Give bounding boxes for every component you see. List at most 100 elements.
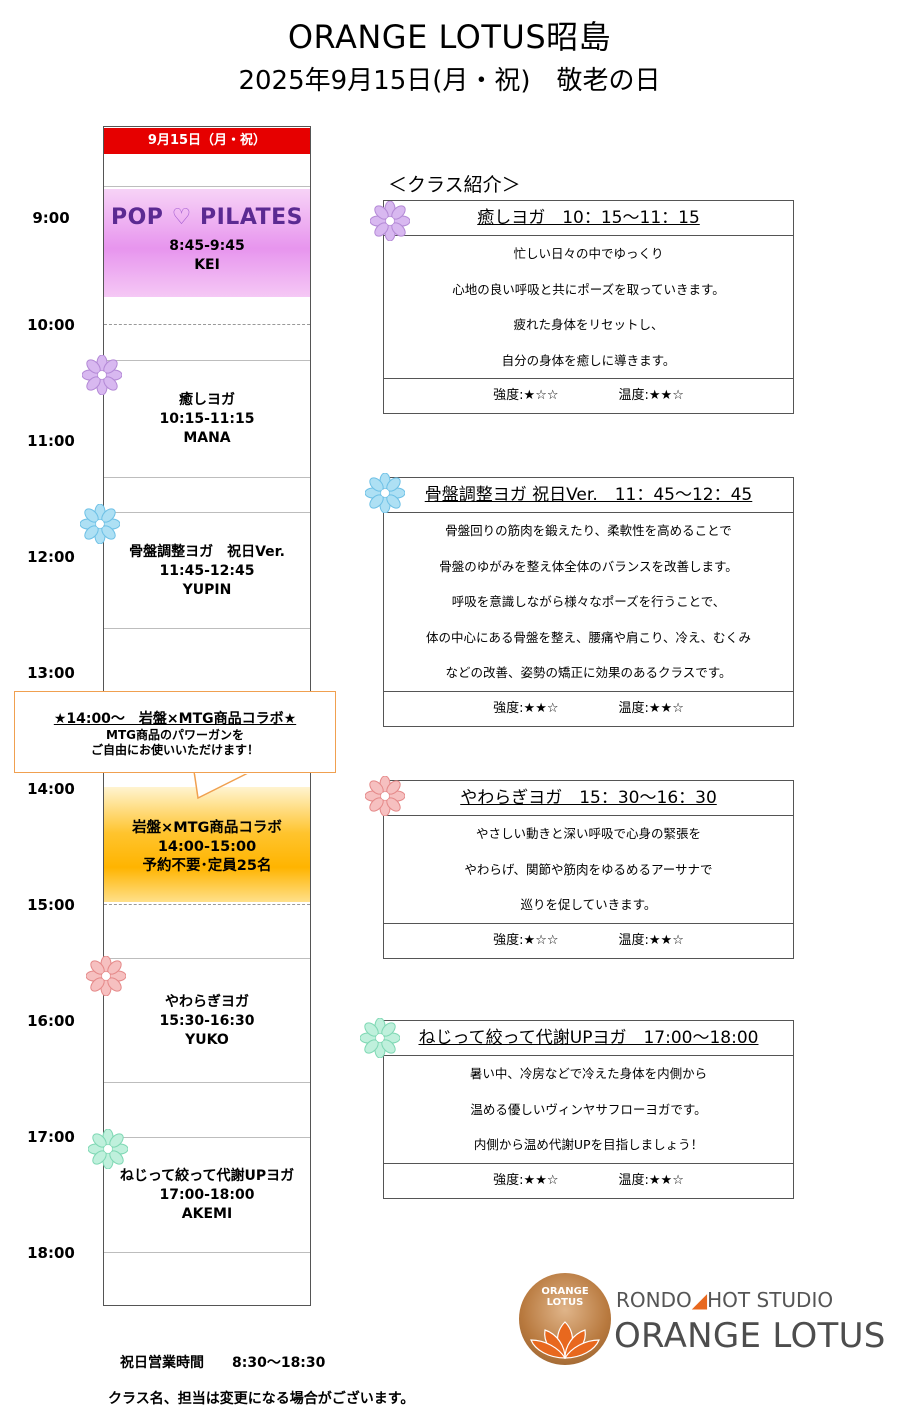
class-name: やわらぎヨガ (165, 994, 249, 1010)
card-title: やわらぎヨガ 15：30～16：30 (384, 781, 793, 816)
card-line: 温める優しいヴィンヤサフローヨガです。 (470, 1101, 707, 1117)
card-rating: 強度:★☆☆ 温度:★★☆ (384, 922, 793, 958)
card-line: 忙しい日々の中でゆっくり (513, 246, 664, 261)
page-title: ORANGE LOTUS昭島 (287, 18, 612, 56)
card-line: 骨盤のゆがみを整え体全体のバランスを改善します。 (439, 558, 738, 574)
flower-icon (80, 504, 120, 544)
class-time: 14:00-15:00 (157, 839, 257, 855)
callout-tail (193, 770, 253, 800)
class-name: 岩盤×MTG商品コラボ (132, 820, 282, 836)
card-line: などの改善、姿勢の矯正に効果のあるクラスです。 (445, 665, 732, 680)
time-label: 18:00 (27, 1244, 75, 1262)
class-name: 癒しヨガ (179, 392, 235, 408)
card-line: 呼吸を意識しながら様々なポーズを行うことで、 (451, 594, 726, 609)
page-subtitle: 2025年9月15日(月・祝) 敬老の日 (238, 66, 661, 96)
logo-emblem-text: ORANGE LOTUS (519, 1286, 611, 1308)
card-line: やさしい動きと深い呼吸で心身の緊張を (475, 826, 701, 841)
flower-icon (365, 776, 405, 816)
logo-emblem-line: LOTUS (546, 1297, 584, 1308)
card-rating: 強度:★★☆ 温度:★★☆ (384, 1162, 793, 1198)
card-rating: 強度:★★☆ 温度:★★☆ (384, 690, 793, 726)
collab-callout: ★14:00～ 岩盤×MTG商品コラボ★ MTG商品のパワーガンを ご自由にお使… (14, 691, 336, 773)
class-time: 15:30-16:30 (159, 1013, 255, 1029)
class-instructor: AKEMI (181, 1206, 233, 1222)
grid-line (104, 628, 310, 629)
logo-tagline-right: HOT STUDIO (707, 1288, 834, 1312)
temperature-rating: 温度:★★☆ (618, 932, 684, 948)
time-label: 13:00 (27, 664, 75, 682)
class-name: ねじって絞って代謝UPヨガ (119, 1168, 295, 1184)
class-card: 骨盤調整ヨガ 祝日Ver. 11：45～12：45 骨盤回りの筋肉を鍛えたり、柔… (383, 477, 794, 727)
time-label: 14:00 (27, 780, 75, 798)
iyashi-yoga-block: 癒しヨガ 10:15-11:15 MANA (104, 391, 310, 448)
leaf-icon: ◢ (691, 1288, 708, 1312)
intensity-rating: 強度:★★☆ (493, 1172, 559, 1188)
iwa-collab-block (104, 787, 310, 902)
class-instructor: YUKO (185, 1032, 229, 1048)
flower-icon (370, 201, 410, 241)
card-line: 内側から温め代謝UPを目指しましょう！ (473, 1137, 704, 1152)
callout-title: ★14:00～ 岩盤×MTG商品コラボ★ (53, 711, 297, 727)
intensity-rating: 強度:★☆☆ (493, 388, 559, 403)
time-label: 10:00 (27, 316, 75, 334)
time-label: 12:00 (27, 548, 75, 566)
time-label: 15:00 (27, 896, 75, 914)
card-body: 骨盤回りの筋肉を鍛えたり、柔軟性を高めることで 骨盤のゆがみを整え体全体のバラン… (384, 513, 793, 691)
time-label: 9:00 (32, 209, 70, 227)
card-title: 癒しヨガ 10：15～11：15 (384, 201, 793, 236)
class-time: 10:15-11:15 (159, 411, 255, 427)
class-name: 骨盤調整ヨガ 祝日Ver. (129, 544, 285, 560)
class-time: 17:00-18:00 (159, 1187, 255, 1203)
change-notice: クラス名、担当は変更になる場合がございます。 (108, 1391, 415, 1407)
flower-icon (86, 956, 126, 996)
card-line: 巡りを促していきます。 (520, 897, 657, 912)
card-title: 骨盤調整ヨガ 祝日Ver. 11：45～12：45 (384, 478, 793, 513)
card-line: 骨盤回りの筋肉を鍛えたり、柔軟性を高めることで (445, 523, 732, 538)
card-line: 疲れた身体をリセットし、 (513, 317, 664, 332)
class-instructor: KEI (194, 257, 220, 273)
card-rating: 強度:★☆☆ 温度:★★☆ (384, 378, 793, 413)
time-label: 11:00 (27, 432, 75, 450)
card-line: 体の中心にある骨盤を整え、腰痛や肩こり、冷え、むくみ (425, 629, 751, 645)
logo-tagline-left: RONDO (616, 1288, 692, 1312)
pop-pilates-block (104, 189, 310, 297)
grid-line (104, 360, 310, 361)
temperature-rating: 温度:★★☆ (618, 700, 684, 716)
grid-line (104, 512, 310, 513)
class-instructor: MANA (183, 430, 231, 446)
card-title: ねじって絞って代謝UPヨガ 17:00～18:00 (384, 1021, 793, 1056)
class-note: 予約不要･定員25名 (142, 858, 272, 874)
grid-line (104, 1137, 310, 1138)
grid-line (104, 324, 310, 325)
card-body: 暑い中、冷房などで冷えた身体を内側から 温める優しいヴィンヤサフローヨガです。 … (384, 1056, 793, 1163)
heart-icon: ♡ (171, 205, 192, 230)
grid-line (104, 1252, 310, 1253)
time-label: 16:00 (27, 1012, 75, 1030)
grid-line (104, 186, 310, 187)
pop-pilates-info: 8:45-9:45 KEI (104, 237, 310, 275)
pop-logo-right: PILATES (200, 205, 304, 230)
card-line: 自分の身体を癒しに導きます。 (501, 352, 676, 368)
flower-icon (360, 1018, 400, 1058)
card-body: やさしい動きと深い呼吸で心身の緊張を やわらげ、関節や筋肉をゆるめるアーサナで … (384, 816, 793, 923)
logo-tagline: RONDO◢HOT STUDIO (616, 1288, 833, 1312)
callout-line: MTG商品のパワーガンを (106, 728, 244, 742)
kotsuban-yoga-block: 骨盤調整ヨガ 祝日Ver. 11:45-12:45 YUPIN (104, 543, 310, 600)
intensity-rating: 強度:★★☆ (493, 700, 559, 716)
temperature-rating: 温度:★★☆ (618, 388, 684, 403)
nejitte-yoga-block: ねじって絞って代謝UPヨガ 17:00-18:00 AKEMI (104, 1167, 310, 1224)
logo-wordmark: ORANGE LOTUS (614, 1316, 886, 1356)
class-card: 癒しヨガ 10：15～11：15 忙しい日々の中でゆっくり 心地の良い呼吸と共に… (383, 200, 794, 414)
yawaragi-yoga-block: やわらぎヨガ 15:30-16:30 YUKO (104, 993, 310, 1050)
logo-emblem-line: ORANGE (541, 1286, 589, 1297)
intensity-rating: 強度:★☆☆ (493, 932, 559, 948)
pop-logo-left: POP (110, 205, 164, 230)
pop-pilates-logo: POP ♡ PILATES (104, 205, 310, 230)
flower-icon (88, 1129, 128, 1169)
card-line: 心地の良い呼吸と共にポーズを取っていきます。 (452, 281, 725, 297)
time-label: 17:00 (27, 1128, 75, 1146)
class-intro-heading: ＜クラス紹介＞ (388, 174, 521, 196)
class-card: やわらぎヨガ 15：30～16：30 やさしい動きと深い呼吸で心身の緊張を やわ… (383, 780, 794, 959)
grid-line (104, 1082, 310, 1083)
class-card: ねじって絞って代謝UPヨガ 17:00～18:00 暑い中、冷房などで冷えた身体… (383, 1020, 794, 1199)
